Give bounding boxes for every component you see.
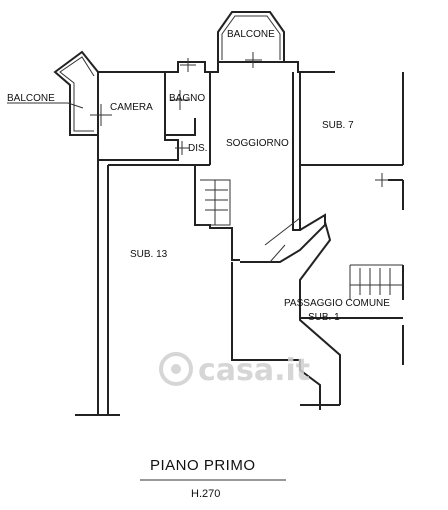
room-label-balcone-top: BALCONE — [227, 29, 275, 40]
room-label-balcone-left: BALCONE — [7, 93, 55, 104]
casa-logo-icon — [159, 352, 193, 386]
balcone-left-shape — [53, 50, 99, 136]
watermark-text: casa.it — [198, 353, 310, 388]
room-label-passaggio: PASSAGGIO COMUNE — [284, 298, 390, 309]
room-label-camera: CAMERA — [110, 102, 153, 113]
room-label-sub1: SUB. 1 — [308, 312, 340, 323]
room-label-bagno: BAGNO — [169, 93, 205, 104]
plan-height: H.270 — [191, 488, 220, 500]
walls — [75, 61, 404, 416]
watermark: casa.it — [159, 352, 310, 388]
balcone-top-shape — [217, 11, 285, 62]
room-label-soggiorno: SOGGIORNO — [226, 138, 289, 149]
door-symbols — [90, 52, 389, 187]
room-label-dis: DIS. — [188, 143, 207, 154]
room-label-sub7: SUB. 7 — [322, 120, 354, 131]
plan-title: PIANO PRIMO — [150, 457, 256, 474]
room-label-sub13: SUB. 13 — [130, 249, 168, 260]
